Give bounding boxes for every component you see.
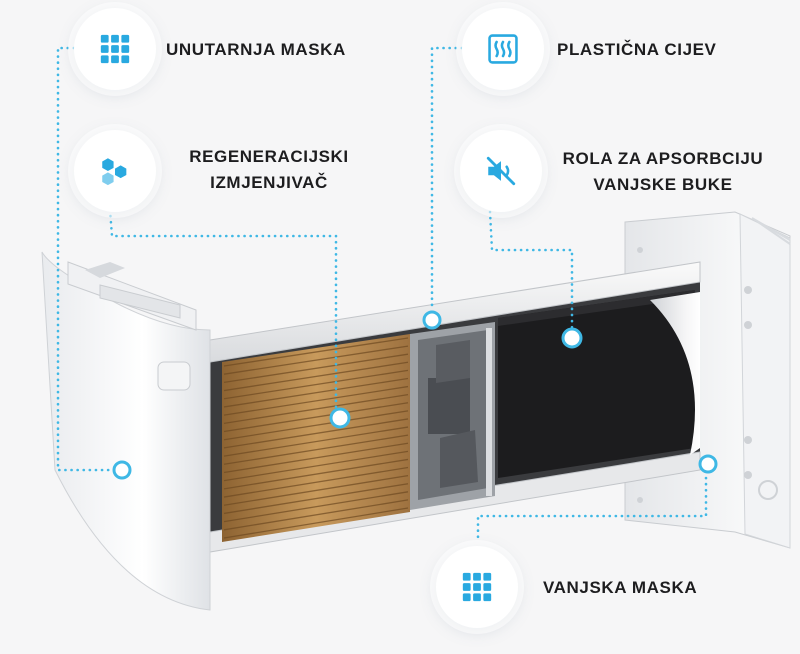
marker-outer-mask bbox=[698, 454, 718, 474]
exchanger-ridge bbox=[223, 402, 409, 433]
regenerative-exchanger bbox=[222, 334, 410, 542]
exchanger-ridge bbox=[223, 450, 409, 482]
exchanger-ridge bbox=[223, 377, 409, 408]
noise-roll-label: ROLA ZA APSORBCIJU VANJSKE BUKE bbox=[548, 146, 778, 198]
plastic-pipe-icon-bubble bbox=[462, 8, 544, 90]
fan-assembly bbox=[410, 322, 495, 510]
outer-mask-label: VANJSKA MASKA bbox=[543, 575, 697, 601]
leader-line-plastic-pipe bbox=[430, 46, 470, 312]
exchanger-ridge bbox=[223, 507, 409, 539]
grid-icon bbox=[100, 34, 130, 64]
exchanger-label-line-1: REGENERACIJSKI bbox=[189, 147, 349, 166]
leader-line-outer-mask bbox=[476, 476, 708, 542]
exchanger-ridge bbox=[223, 466, 409, 498]
mute-speaker-icon bbox=[486, 156, 516, 186]
plastic-pipe-label-text: PLASTIČNA CIJEV bbox=[557, 40, 717, 59]
exchanger-ridge bbox=[223, 483, 409, 515]
exchanger-ridge bbox=[223, 491, 409, 523]
honeycomb-icon bbox=[102, 158, 127, 186]
noise-roll-label-line-1: ROLA ZA APSORBCIJU bbox=[562, 149, 764, 168]
exchanger-ridge bbox=[223, 426, 409, 457]
inner-mask-panel bbox=[41, 251, 211, 611]
leader-line-exchanger bbox=[108, 208, 338, 410]
noise-roll-label-line-2: VANJSKE BUKE bbox=[593, 175, 733, 194]
exchanger-label-line-2: IZMJENJIVAČ bbox=[210, 173, 328, 192]
inner-mask-icon-bubble bbox=[74, 8, 156, 90]
plastic-pipe-label: PLASTIČNA CIJEV bbox=[557, 37, 717, 63]
exchanger-ridge bbox=[223, 353, 409, 384]
exchanger-ridge bbox=[223, 385, 409, 416]
exchanger-ridge bbox=[223, 434, 409, 465]
marker-plastic-pipe bbox=[422, 310, 442, 330]
marker-exchanger bbox=[329, 407, 351, 429]
inner-mask-label: UNUTARNJA MASKA bbox=[166, 37, 346, 63]
exchanger-icon-bubble bbox=[74, 130, 156, 212]
leader-lines bbox=[56, 46, 708, 542]
marker-inner-mask bbox=[112, 460, 132, 480]
exchanger-ridge bbox=[223, 458, 409, 490]
outer-mask-label-text: VANJSKA MASKA bbox=[543, 578, 698, 597]
leader-line-noise-roll bbox=[488, 210, 574, 330]
exchanger-label: REGENERACIJSKI IZMJENJIVAČ bbox=[174, 144, 364, 196]
exchanger-ridge bbox=[223, 442, 409, 474]
exchanger-ridge bbox=[223, 474, 409, 506]
noise-roll-icon-bubble bbox=[460, 130, 542, 212]
marker-noise-roll bbox=[561, 327, 583, 349]
noise-absorption-roll bbox=[498, 290, 700, 478]
outer-mask-icon-bubble bbox=[436, 546, 518, 628]
exchanger-ridge bbox=[223, 410, 409, 441]
exchanger-ridge bbox=[223, 499, 409, 531]
exchanger-ridge bbox=[223, 394, 409, 424]
heat-waves-icon bbox=[488, 34, 518, 64]
markers bbox=[112, 310, 718, 480]
exchanger-ridge bbox=[223, 418, 409, 449]
exchanger-ridge bbox=[223, 369, 409, 400]
exchanger-ridge bbox=[223, 337, 409, 367]
inner-mask-label-text: UNUTARNJA MASKA bbox=[166, 40, 346, 59]
grid-icon bbox=[462, 572, 492, 602]
exchanger-ridge bbox=[223, 345, 409, 375]
leader-line-inner-mask bbox=[56, 46, 114, 472]
exchanger-ridge bbox=[223, 361, 409, 392]
